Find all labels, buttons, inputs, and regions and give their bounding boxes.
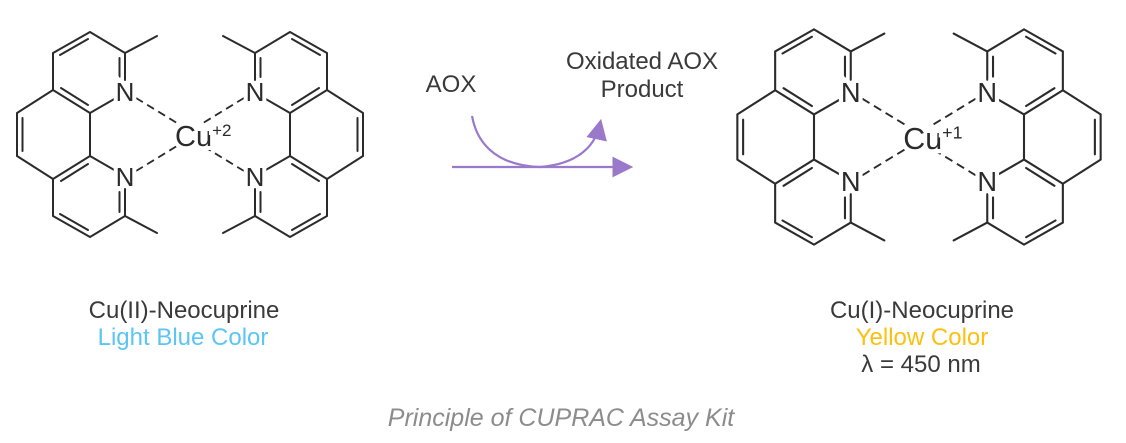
right-complex-left-ligand: [736, 28, 886, 246]
product-label-line1: Oxidated AOX: [565, 48, 719, 75]
left-complex-name: Cu(II)-Neocuprine: [88, 297, 280, 324]
right-complex-structure: N N N N Cu+1: [736, 28, 1102, 246]
nitrogen-label: N: [116, 162, 135, 192]
product-label: Oxidated AOX Product: [566, 48, 718, 104]
nitrogen-label: N: [977, 77, 997, 108]
absorbance-wavelength: λ = 450 nm: [861, 351, 981, 378]
metal-charge: +2: [212, 121, 231, 140]
metal-symbol: Cu: [903, 122, 942, 156]
nitrogen-label: N: [246, 77, 265, 107]
substrate-label: AOX: [425, 71, 477, 98]
metal-charge: +1: [942, 123, 962, 143]
metal-symbol: Cu: [175, 121, 212, 153]
nitrogen-label: N: [246, 162, 265, 192]
enzyme-curve-arrow: [470, 115, 607, 169]
right-complex-color-note: Yellow Color: [855, 324, 989, 351]
reaction-arrow: [452, 115, 634, 178]
nitrogen-label: N: [977, 166, 997, 197]
left-complex-left-ligand: [16, 31, 158, 238]
copper-i-center-label: Cu+1: [903, 122, 962, 156]
diagram-caption: Principle of CUPRAC Assay Kit: [387, 404, 735, 432]
nitrogen-label: N: [116, 77, 135, 107]
left-complex-structure: N N N N Cu+2: [16, 31, 364, 238]
copper-ii-center-label: Cu+2: [175, 121, 231, 153]
right-complex-right-ligand: [952, 28, 1102, 246]
right-complex-name: Cu(I)-Neocuprine: [829, 297, 1015, 324]
left-complex-color-note: Light Blue Color: [97, 324, 269, 351]
product-label-line2: Product: [600, 76, 684, 103]
left-complex-right-ligand: [222, 31, 364, 238]
nitrogen-label: N: [841, 166, 861, 197]
nitrogen-label: N: [841, 77, 861, 108]
